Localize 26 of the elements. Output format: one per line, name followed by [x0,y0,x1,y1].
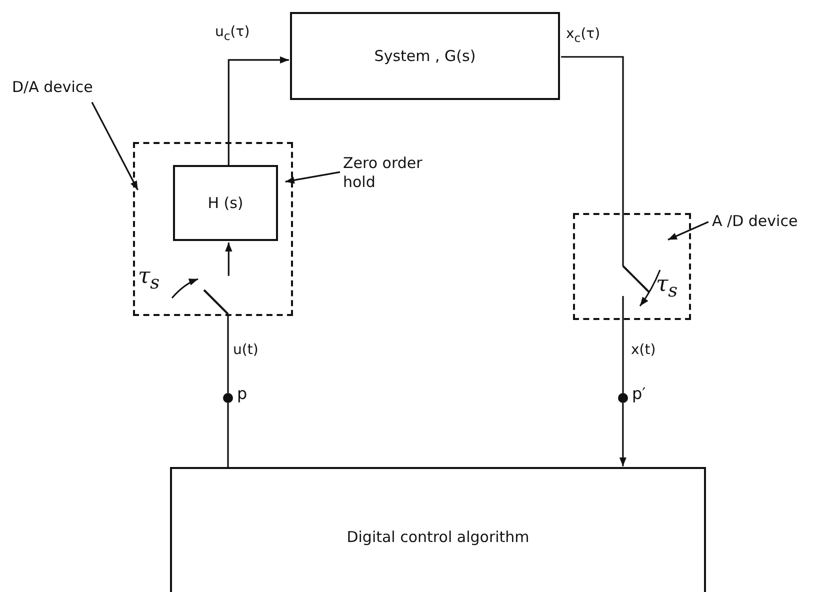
arrow [228,56,289,165]
system-block: System , G(s) [290,12,560,100]
dashed-enclosure [133,142,293,316]
sampling-period-label: τ$_{s}$ [656,272,678,302]
point-label: p′ [632,384,646,403]
annotation-text: D/A device [12,78,142,100]
dashed-enclosure [573,213,691,320]
arrow [619,403,627,466]
point-label: p [237,384,248,403]
hold-block: H (s) [173,165,278,241]
annotation-text: A /D device [712,212,832,234]
arrow [225,242,232,276]
sampling-period-label: τ$_{s}$ [138,264,160,294]
leader-line [668,221,709,240]
connector-line [561,56,624,266]
leader-line [91,102,138,190]
edge-label: u$_{c}$(τ) [214,24,251,43]
connector-line [227,316,229,393]
annotation-text: Zero order hold [343,154,443,196]
connector-line [227,403,229,467]
edge-label: u(t) [232,342,260,358]
controller-block: Digital control algorithm [170,467,706,592]
edge-label: x(t) [630,342,657,358]
leader-line [285,171,340,184]
connector-line [622,296,624,393]
edge-label: x$_{c}$(τ) [565,26,602,45]
